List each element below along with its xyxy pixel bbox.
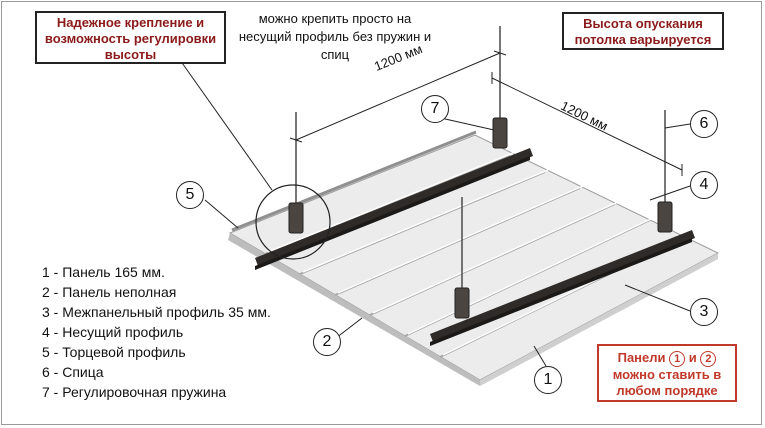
legend-item: 4 - Несущий профиль [42,324,184,340]
carrier-profile-back [255,148,533,270]
legend-item: 7 - Регулировочная пружина [42,384,227,400]
legend-item: 3 - Межпанельный профиль 35 мм. [42,304,271,320]
legend-item: 1 - Панель 165 мм. [42,264,165,280]
callout-circled-1: 1 [669,350,686,367]
carrier-profile-front [430,230,695,346]
callout-panel-order: Панели 1 и 2 можно ставить в любом поряд… [597,344,737,402]
callout-panel-word: Панели [617,350,666,365]
callout-and: и [688,350,697,365]
label-number-3: 3 [690,298,718,326]
label-number-7: 7 [421,95,449,123]
callout-circled-2: 2 [700,350,717,367]
callout-ceiling-height: Высота опускания потолка варьируется [562,12,724,50]
label-number-2: 2 [313,328,341,356]
legend-item: 2 - Панель неполная [42,284,177,300]
label-number-5: 5 [176,181,204,209]
callout-reliable-mounting: Надежное крепление и возможность регулир… [35,11,226,64]
legend-item: 6 - Спица [42,364,104,380]
legend: 1 - Панель 165 мм. 2 - Панель неполная 3… [42,262,271,402]
note-mount-on-carrier: можно крепить просто на несущий профиль … [238,11,432,62]
ceiling-panel-edge-left [228,233,480,386]
highlight-circle [255,184,331,260]
callout-panel-rest: можно ставить в любом порядке [612,366,722,398]
dimension-lines [289,50,683,176]
label-number-4: 4 [690,171,718,199]
legend-item: 5 - Торцевой профиль [42,344,186,360]
label-number-1: 1 [534,366,562,394]
ceiling-panel-edge-right [480,253,718,386]
hanger-rods [295,26,666,290]
label-number-6: 6 [690,110,718,138]
adjustment-springs [288,117,673,319]
end-profile [231,130,477,232]
